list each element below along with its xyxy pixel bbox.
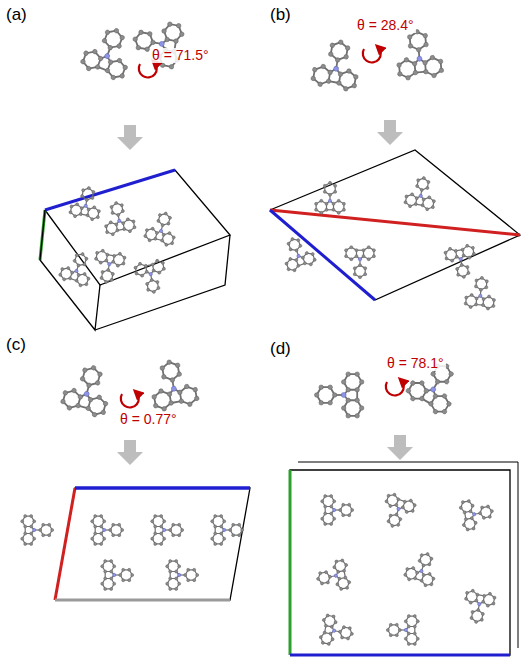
carbazole-unit [318,613,356,649]
carbazole-unit [146,356,200,413]
angle-label: θ = 0.77° [118,412,179,427]
carbazole-unit [394,28,444,81]
panel-label: (a) [6,6,27,25]
carbazole-unit [101,199,137,237]
carbazole-unit [345,246,376,279]
carbazole-unit [402,547,442,589]
carbazole-unit [386,615,419,646]
carbazole-unit [403,174,439,212]
rotation-arrow [121,392,139,408]
carbazole-unit [321,495,354,526]
down-arrow [377,120,403,145]
carbazole-unit [315,181,346,214]
rotation-arrow [139,62,157,78]
carbazole-unit [21,515,54,546]
carbazole-unit [57,247,97,289]
carbazole-unit [443,243,479,281]
carbazole-unit [464,275,498,311]
carbazole-unit [101,560,134,591]
carbazole-unit [461,588,497,626]
carbazole-unit [310,36,364,93]
carbazole-unit [377,491,417,533]
rotation-arrow [363,47,381,63]
panel-label: (d) [270,340,291,359]
unit-cell [55,488,250,600]
panel-label: (c) [6,336,26,355]
carbazole-unit [458,496,496,532]
carbazole-unit [133,258,169,296]
rotation-arrow [386,380,404,396]
unit-cell [290,470,510,655]
carbazole-unit [143,208,181,248]
down-arrow [117,440,143,465]
carbazole-unit [314,558,352,594]
carbazole-unit [91,515,124,546]
down-arrow [387,435,413,460]
carbazole-unit [79,21,139,83]
down-arrow [117,125,143,150]
unit-cell [40,170,230,285]
carbazole-unit [59,360,116,420]
unit-cell [270,150,520,300]
panel-label: (b) [270,6,291,25]
carbazole-unit [91,248,127,286]
carbazole-unit [68,184,104,222]
angle-label: θ = 78.1° [385,356,446,371]
angle-label: θ = 28.4° [355,18,416,33]
carbazole-unit [211,515,244,546]
angle-label: θ = 71.5° [150,48,211,63]
carbazole-unit [314,372,364,418]
carbazole-unit [151,515,184,546]
carbazole-unit [166,560,199,591]
carbazole-unit [277,232,317,274]
